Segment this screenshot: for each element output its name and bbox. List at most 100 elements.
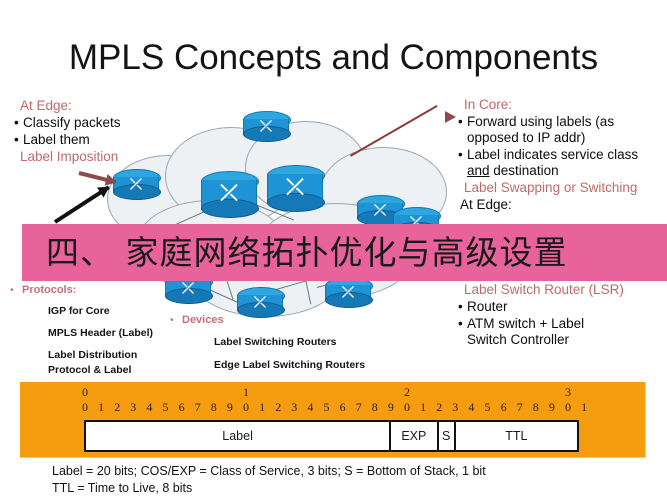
router-icon: ⤫ [113, 169, 161, 200]
bit-ruler-tick: 7 [516, 400, 523, 414]
in-core-block: In Core: • Forward using labels (as oppo… [458, 97, 664, 212]
bit-ruler-tick: 0 [243, 400, 249, 414]
bit-ruler-tick: 7 [194, 400, 201, 414]
bit-ruler-tick: 6 [178, 400, 185, 414]
at-edge-bullet-2-text: Label them [23, 132, 90, 147]
bit-ruler-tick: 6 [339, 400, 346, 414]
bit-ruler-tick: 3 [291, 400, 298, 414]
bullet-dot-icon: • [170, 315, 174, 326]
devices-items: Label Switching Routers Edge Label Switc… [214, 335, 398, 373]
bit-ruler-tick: 1 [420, 400, 427, 414]
router-icon-bottom [113, 184, 161, 200]
router-icon-bottom [243, 126, 291, 142]
bullet-dot-icon: • [14, 132, 19, 147]
in-core-bullet-2-and: and [467, 163, 490, 178]
bit-ruler-decade: 3 [565, 385, 571, 399]
router-icon-arrows: ⤫ [181, 279, 194, 297]
mpls-field-exp: EXP [389, 422, 436, 450]
in-core-bullet-2-text: Label indicates service class and destin… [467, 147, 638, 179]
devices-item-1: Edge Label Switching Routers [214, 359, 366, 371]
router-icon-bottom [237, 302, 285, 318]
bit-ruler-tick: 0 [404, 400, 410, 414]
router-icon-arrows: ⤫ [259, 117, 272, 135]
bit-ruler-tick: 4 [307, 400, 314, 414]
router-icon: ⤫ [201, 171, 259, 218]
protocols-item-2-line1: Label Distribution [48, 349, 138, 361]
router-icon-arrows: ⤫ [220, 181, 238, 206]
bit-ruler-tick: 7 [355, 400, 362, 414]
router-icon-arrows: ⤫ [373, 201, 386, 219]
page-title: MPLS Concepts and Components [68, 38, 599, 77]
devices-heading: Devices [182, 314, 224, 326]
bit-ruler-tick: 5 [484, 400, 491, 414]
bit-ruler-tick: 5 [323, 400, 330, 414]
label-swapping-note: Label Swapping or Switching [464, 180, 638, 195]
protocols-item-1: MPLS Header (Label) [48, 327, 154, 339]
in-core-bullet-2: • Label indicates service class and dest… [458, 147, 664, 179]
bit-ruler-tick: 1 [581, 400, 588, 414]
router-icon-arrows: ⤫ [253, 293, 266, 311]
router-icon: ⤫ [325, 277, 373, 308]
bit-ruler-tick: 6 [500, 400, 507, 414]
bit-ruler-tick: 8 [371, 400, 378, 414]
mpls-field-ttl: TTL [453, 422, 577, 450]
section-banner-text: 四、 家庭网络拓扑优化与高级设置 [46, 233, 568, 272]
bit-ruler-tick: 4 [468, 400, 475, 414]
bit-ruler-decade: 0 [82, 385, 88, 399]
bullet-dot-icon: • [458, 299, 463, 314]
in-core-heading: In Core: [464, 97, 513, 112]
router-icon: ⤫ [267, 165, 325, 212]
protocols-heading: Protocols: [22, 284, 77, 296]
bit-ruler-tick: 2 [114, 400, 121, 414]
at-edge-bullet-2: • Label them [14, 132, 189, 148]
at-edge-bullet-1-text: Classify packets [23, 115, 121, 130]
bit-ruler-decade: 2 [404, 385, 410, 399]
router-icon-bottom [267, 193, 325, 212]
bit-ruler-tick: 8 [210, 400, 217, 414]
devices-item-0: Label Switching Routers [214, 336, 337, 348]
bit-ruler-decade: 1 [243, 385, 249, 399]
label-imposition-note: Label Imposition [20, 149, 119, 164]
at-edge-heading-right: At Edge: [460, 197, 512, 212]
bit-ruler-tick: 5 [162, 400, 169, 414]
router-icon-arrows: ⤫ [286, 175, 304, 200]
bit-ruler-tick: 9 [387, 400, 394, 414]
bullet-dot-icon: • [458, 316, 463, 331]
in-core-bullet-1: • Forward using labels (as opposed to IP… [458, 114, 664, 146]
protocols-item-0: IGP for Core [48, 305, 110, 317]
bullet-dot-icon: • [14, 115, 19, 130]
at-edge-bullet-1: • Classify packets [14, 115, 189, 131]
bit-ruler-tick: 1 [259, 400, 266, 414]
lsr-block: Label Switch Router (LSR) •Router • ATM s… [458, 282, 664, 348]
bit-ruler-tick: 3 [452, 400, 459, 414]
lsr-bullet-2-line2: Switch Controller [467, 332, 570, 347]
router-icon: ⤫ [237, 287, 285, 318]
router-icon: ⤫ [243, 111, 291, 142]
bit-ruler-tick: 1 [98, 400, 105, 414]
edge-pointer-arrow [53, 185, 110, 224]
bit-ruler-tick: 2 [436, 400, 443, 414]
mpls-field-label: Label [222, 429, 253, 443]
bullet-dot-icon: • [10, 285, 14, 296]
at-edge-block: At Edge: • Classify packets • Label them L… [14, 98, 189, 165]
lsr-bullet-1: •Router [458, 299, 664, 315]
in-core-bullet-1-line1: Forward using labels (as [467, 114, 615, 129]
header-caption-line1: Label = 20 bits; COS/EXP = Class of Serv… [52, 464, 486, 478]
lsr-bullet-2-line1: ATM switch + Label [467, 316, 585, 331]
in-core-bullet-1-line2: opposed to IP addr) [467, 130, 586, 145]
lsr-heading: Label Switch Router (LSR) [464, 282, 624, 297]
header-caption-line2: TTL = Time to Live, 8 bits [52, 481, 193, 495]
router-icon-arrows: ⤫ [129, 175, 142, 193]
bit-ruler-tick: 9 [226, 400, 233, 414]
bit-ruler-tick: 8 [532, 400, 539, 414]
protocols-item-2-line2: Protocol & Label [48, 364, 132, 376]
bullet-dot-icon: • [458, 147, 463, 162]
section-banner: 四、 家庭网络拓扑优化与高级设置 [22, 224, 667, 281]
at-edge-heading: At Edge: [20, 98, 72, 113]
bit-ruler-tick: 2 [275, 400, 282, 414]
router-icon-arrows: ⤫ [341, 283, 354, 301]
